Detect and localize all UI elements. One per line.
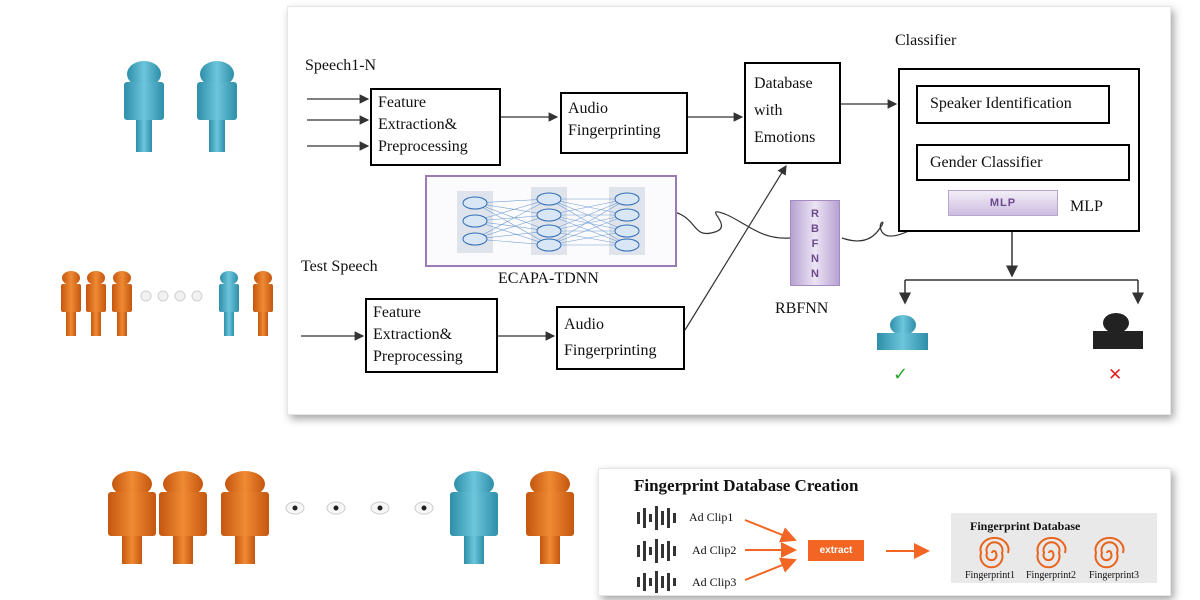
neural-network-icon	[457, 187, 645, 255]
person-blue-icon	[197, 61, 237, 152]
extract-block: extract	[808, 540, 864, 561]
speech-input-label: Speech1-N	[305, 57, 377, 74]
fingerprint-label: Fingerprint2	[1026, 570, 1076, 581]
person-orange-icon	[112, 271, 132, 336]
ecapa-tdnn-network-image	[425, 175, 677, 267]
fingerprint-label: Fingerprint3	[1089, 570, 1139, 581]
check-icon: ✓	[893, 364, 909, 385]
fingerprint-icon	[1036, 536, 1067, 569]
audio-wave-icon	[637, 539, 676, 563]
person-blue-icon	[219, 271, 239, 336]
person-blue-icon	[450, 471, 498, 564]
person-orange-icon	[159, 471, 207, 564]
audio-wave-icon	[637, 571, 676, 593]
person-orange-icon	[86, 271, 106, 336]
mlp-block: MLP	[948, 190, 1058, 216]
ad-clip-label: Ad Clip2	[692, 543, 737, 557]
rbfnn-block: R B F N N	[790, 200, 840, 286]
feature-extraction-box-2: Feature Extraction& Preprocessing	[365, 298, 498, 373]
ellipsis-dots	[285, 501, 434, 515]
rbfnn-block-letters: R B F N N	[811, 208, 819, 280]
test-speech-label: Test Speech	[301, 258, 378, 275]
cross-icon: ✕	[1108, 365, 1123, 385]
ellipsis-dots	[140, 290, 203, 302]
speaker-identification-box: Speaker Identification	[916, 85, 1110, 124]
fingerprint-database-title: Fingerprint Database	[970, 519, 1081, 533]
fingerprint-label: Fingerprint1	[965, 570, 1015, 581]
classifier-label: Classifier	[895, 32, 957, 49]
rbfnn-label: RBFNN	[775, 300, 829, 317]
person-orange-icon	[221, 471, 269, 564]
fingerprint-icon	[1094, 536, 1125, 569]
person-orange-icon	[61, 271, 81, 336]
rejected-person-icon	[1093, 313, 1143, 349]
gender-classifier-box: Gender Classifier	[916, 144, 1130, 181]
fingerprint-panel-title: Fingerprint Database Creation	[634, 476, 859, 495]
feature-extraction-box-1: Feature Extraction& Preprocessing	[370, 88, 501, 166]
person-orange-icon	[253, 271, 273, 336]
ad-clip-label: Ad Clip1	[689, 510, 734, 524]
person-blue-icon	[124, 61, 164, 152]
ad-clip-label: Ad Clip3	[692, 575, 737, 589]
ecapa-tdnn-label: ECAPA-TDNN	[498, 270, 599, 287]
audio-fingerprinting-box-1: Audio Fingerprinting	[560, 92, 688, 154]
audio-fingerprinting-box-2: Audio Fingerprinting	[556, 306, 685, 370]
database-emotions-box: Database with Emotions	[744, 62, 841, 164]
mlp-label: MLP	[1070, 198, 1103, 215]
person-orange-icon	[108, 471, 156, 564]
audio-wave-icon	[637, 506, 676, 530]
accepted-person-icon	[877, 315, 928, 350]
person-orange-icon	[526, 471, 574, 564]
fingerprint-icon	[979, 536, 1010, 569]
